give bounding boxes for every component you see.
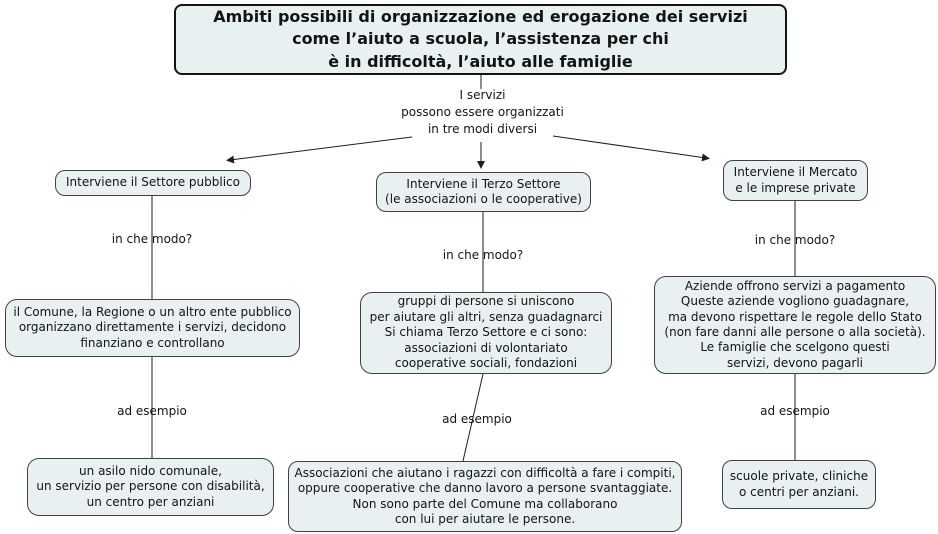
examples-market-private: scuole private, cliniche o centri per an… <box>722 460 876 509</box>
root-statement: I servizi possono essere organizzati in … <box>401 88 564 137</box>
description-market-private: Aziende offrono servizi a pagamento Ques… <box>654 276 936 374</box>
node-market-private: Interviene il Mercato e le imprese priva… <box>723 160 868 201</box>
description-third-sector: gruppi di persone si uniscono per aiutar… <box>360 292 612 374</box>
map-title: Ambiti possibili di organizzazione ed er… <box>174 4 787 75</box>
node-third-sector: Interviene il Terzo Settore (le associaz… <box>376 172 591 212</box>
link-label-example-market: ad esempio <box>760 404 830 418</box>
node-public-sector: Interviene il Settore pubblico <box>55 170 251 196</box>
link-label-example-public: ad esempio <box>117 404 187 418</box>
link-label-how-third: in che modo? <box>442 248 524 262</box>
examples-public-sector: un asilo nido comunale, un servizio per … <box>27 458 274 516</box>
link-label-how-public: in che modo? <box>111 232 193 246</box>
link-label-example-third: ad esempio <box>442 412 512 426</box>
examples-third-sector: Associazioni che aiutano i ragazzi con d… <box>288 461 682 532</box>
description-public-sector: il Comune, la Regione o un altro ente pu… <box>5 299 300 357</box>
link-label-how-market: in che modo? <box>754 233 836 247</box>
